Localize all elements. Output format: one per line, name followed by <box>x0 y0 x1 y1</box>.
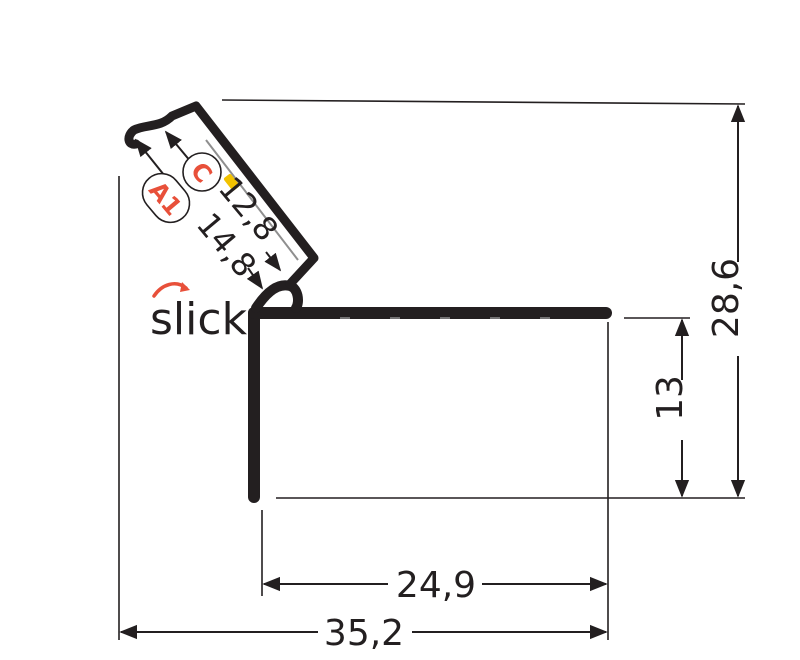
dim-overall-height: 28,6 <box>706 104 747 498</box>
extension-lines <box>118 99 746 640</box>
dim-a1-line-bottom <box>246 267 264 290</box>
slick-logo: slick <box>150 282 248 345</box>
ext-top <box>221 99 746 105</box>
dim-wall-height: 13 <box>650 318 691 498</box>
profile-shape <box>124 101 612 503</box>
logo-text: slick <box>150 294 248 345</box>
profile-angled-housing <box>124 101 319 289</box>
dim-wall-height-label: 13 <box>650 375 691 421</box>
profile-neck <box>251 280 303 313</box>
dim-overall-height-label: 28,6 <box>706 258 747 338</box>
dim-overall-width: 35,2 <box>119 613 608 654</box>
label-a1-pill <box>141 172 191 224</box>
dim-inner-width-label: 24,9 <box>396 565 476 606</box>
diffuser-seat-line <box>205 139 299 261</box>
label-c-circle <box>182 152 222 192</box>
dim-overall-width-label: 35,2 <box>324 613 404 654</box>
dim-c-line-bottom <box>264 251 282 272</box>
logo-arrow-icon <box>180 282 190 292</box>
led-strip <box>223 174 240 191</box>
dim-inner-width: 24,9 <box>262 565 608 606</box>
label-c-badge: C <box>182 152 222 192</box>
